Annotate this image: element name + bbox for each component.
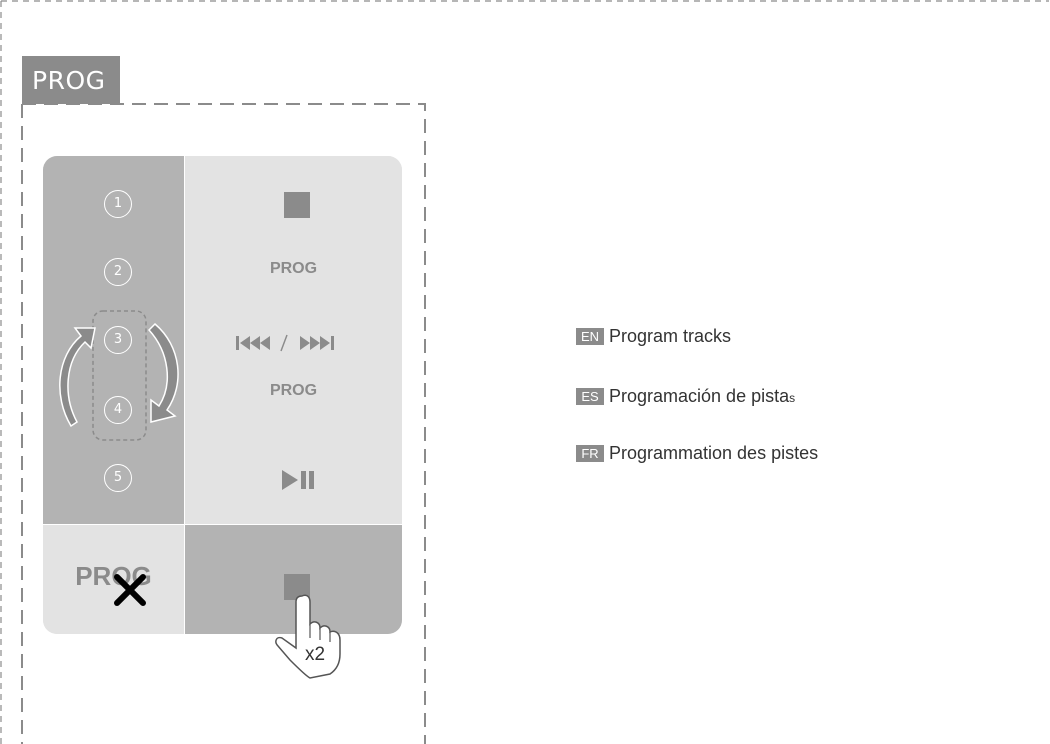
- step-number-2: 2: [104, 258, 132, 286]
- skip-prev-next-icon: [236, 334, 334, 352]
- repeat-count-label: x2: [305, 644, 326, 665]
- prog-cancelled-label: PROG: [75, 561, 152, 591]
- legend-text-es-suffix: s: [789, 391, 796, 405]
- instruction-panel: 1 2 3 4 5 PROG PROG PROG: [43, 156, 402, 634]
- legend-en: EN Program tracks: [576, 326, 731, 347]
- repeat-arrows-icon: [59, 310, 179, 441]
- horizontal-divider: [43, 524, 402, 525]
- lang-badge-es: ES: [576, 388, 604, 405]
- legend-es: ES Programación de pistas: [576, 386, 795, 407]
- step-number-1: 1: [104, 190, 132, 218]
- step-number-4: 4: [104, 396, 132, 424]
- prog-cancel-cell: [43, 525, 184, 634]
- legend-fr: FR Programmation des pistes: [576, 443, 818, 464]
- legend-text-en: Program tracks: [609, 326, 732, 346]
- prog-section-tab: PROG: [22, 56, 120, 104]
- cross-icon: [114, 574, 146, 606]
- step-number-3: 3: [104, 326, 132, 354]
- legend-text-es: Programación de pista: [609, 386, 790, 406]
- step-number-5: 5: [104, 464, 132, 492]
- lang-badge-en: EN: [576, 328, 604, 345]
- legend-text-fr: Programmation des pistes: [609, 443, 819, 463]
- pointing-hand-icon: [275, 594, 341, 679]
- lang-badge-fr: FR: [576, 445, 604, 462]
- prog-button-label-2: PROG: [269, 382, 318, 399]
- stop-button-icon: [284, 192, 310, 218]
- vertical-divider: [184, 156, 185, 634]
- play-pause-icon: [282, 470, 314, 490]
- prog-button-label-1: PROG: [269, 260, 318, 277]
